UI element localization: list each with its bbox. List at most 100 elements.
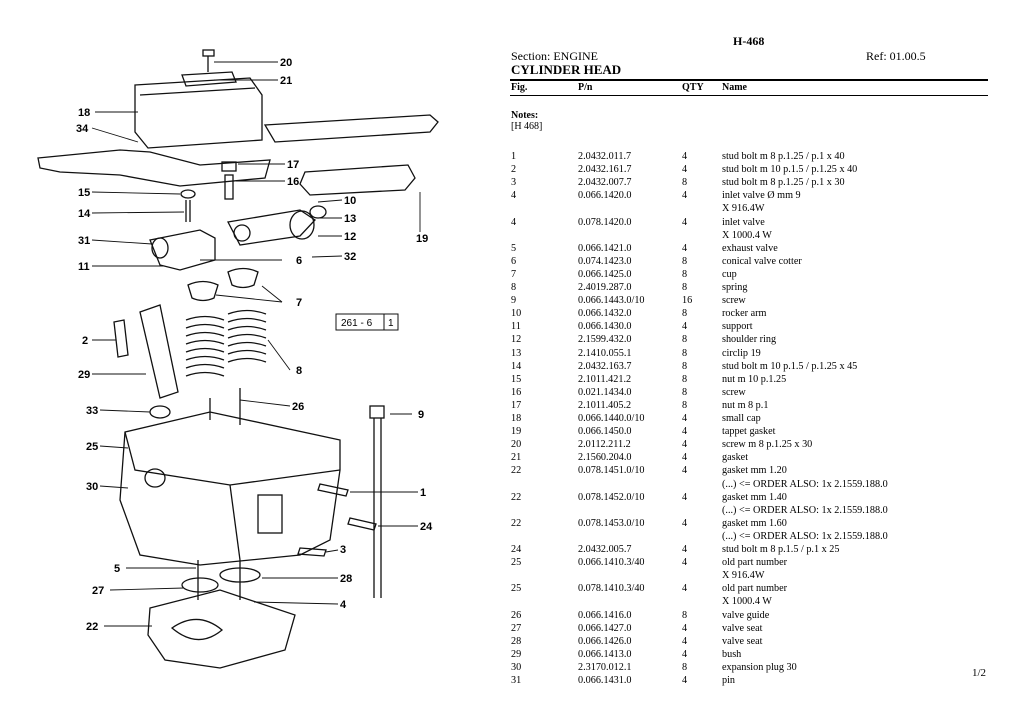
part-number: 2.3170.012.1 (578, 661, 632, 673)
part-name: circlip 19 (722, 347, 761, 359)
part-name: stud bolt m 8 p.1.5 / p.1 x 25 (722, 544, 840, 555)
callout-2: 2 (82, 335, 88, 347)
part-fig: 28 (511, 635, 522, 647)
part-qty: 4 (682, 622, 688, 634)
part-number: 0.078.1410.3/40 (578, 583, 645, 595)
part-name: stud bolt m 8 p.1.25 / p.1 x 30 (722, 177, 845, 189)
part-qty: 4 (682, 452, 688, 464)
part-fig: 18 (511, 413, 522, 424)
callout-13: 13 (344, 213, 356, 225)
callout-26: 26 (292, 401, 304, 413)
part-fig: 25 (511, 583, 522, 595)
part-number: 2.0112.211.2 (578, 439, 631, 451)
part-qty: 4 (682, 413, 688, 424)
part-name: screw (722, 386, 746, 398)
part-qty: 4 (682, 242, 688, 254)
part-qty: 4 (682, 544, 688, 555)
part-number: 2.0432.161.7 (578, 164, 632, 176)
part-number: 0.066.1413.0 (578, 648, 632, 660)
part-fig: 22 (511, 517, 522, 529)
part-fig: 2 (511, 164, 517, 176)
part-qty: 8 (682, 177, 688, 189)
part-fig: 7 (511, 268, 517, 280)
part-fig: 22 (511, 465, 522, 477)
callout-33: 33 (86, 405, 98, 417)
part-qty: 4 (682, 151, 688, 162)
part-qty: 8 (682, 360, 688, 372)
part-qty: 4 (682, 583, 688, 595)
part-fig: 20 (511, 439, 522, 451)
part-fig: 5 (511, 242, 517, 254)
part-number: 2.0432.011.7 (578, 151, 632, 162)
part-qty: 8 (682, 334, 688, 346)
part-name: nut m 10 p.1.25 (722, 373, 787, 385)
part-number: 2.1410.055.1 (578, 347, 632, 359)
part-name: support (722, 321, 753, 333)
part-fig: 11 (511, 321, 521, 333)
part-qty: 4 (682, 635, 688, 647)
part-fig: 4 (511, 190, 517, 202)
callout-5: 5 (114, 563, 120, 575)
part-qty: 4 (682, 557, 688, 569)
part-qty: 8 (682, 373, 688, 385)
part-qty: 4 (682, 426, 688, 438)
callout-15: 15 (78, 187, 90, 199)
part-number: 0.066.1443.0/10 (578, 295, 645, 307)
callout-14: 14 (78, 208, 91, 220)
callout-30: 30 (86, 481, 98, 493)
part-fig: 15 (511, 373, 522, 385)
column-header-name: Name (722, 82, 747, 93)
part-qty: 8 (682, 268, 688, 280)
part-number: 0.066.1426.0 (578, 635, 632, 647)
callout-1-box: 1 (388, 318, 394, 329)
callout-22: 22 (86, 621, 98, 633)
part-fig: 25 (511, 557, 522, 569)
part-name: stud bolt m 8 p.1.25 / p.1 x 40 (722, 151, 845, 162)
callout-21: 21 (280, 75, 292, 87)
header-rule-bottom (510, 95, 988, 96)
part-qty: 4 (682, 190, 688, 202)
part-name: stud bolt m 10 p.1.5 / p.1.25 x 40 (722, 164, 858, 176)
part-name: rocker arm (722, 308, 767, 320)
callout-32: 32 (344, 251, 356, 263)
notes-text: [H 468] (511, 121, 543, 132)
notes-label: Notes: (511, 110, 539, 121)
callout-9: 9 (418, 409, 424, 421)
part-name: gasket mm 1.60 (722, 517, 787, 529)
part-name: stud bolt m 10 p.1.5 / p.1.25 x 45 (722, 360, 858, 372)
part-name: inlet valve Ø mm 9 (722, 190, 801, 202)
part-number: 0.078.1451.0/10 (578, 465, 645, 477)
page-number: 1/2 (972, 667, 987, 679)
part-qty: 4 (682, 321, 688, 333)
part-number: 0.074.1423.0 (578, 255, 632, 267)
callout-3: 3 (340, 544, 346, 556)
section-label: Section: ENGINE (511, 49, 598, 63)
part-name: (...) <= ORDER ALSO: 1x 2.1559.188.0 (722, 478, 888, 490)
column-header-fig: Fig. (511, 82, 528, 93)
part-name: pin (722, 675, 736, 686)
valve-cover-shape (134, 77, 263, 149)
part-fig: 13 (511, 347, 522, 359)
column-header-pn: P/n (578, 82, 593, 93)
part-name: inlet valve (722, 216, 765, 228)
callout-261-6: 261 - 6 (341, 318, 373, 329)
part-number: 2.1560.204.0 (578, 452, 632, 464)
callout-25: 25 (86, 441, 98, 453)
part-qty: 4 (682, 164, 688, 176)
part-qty: 4 (682, 675, 688, 686)
part-fig: 30 (511, 661, 522, 673)
part-qty: 8 (682, 609, 688, 621)
part-name: gasket mm 1.40 (722, 491, 787, 503)
part-qty: 4 (682, 439, 688, 451)
callout-27: 27 (92, 585, 104, 597)
header-rule-top (510, 79, 988, 81)
part-number: 2.1599.432.0 (578, 334, 632, 346)
model-code: H-468 (733, 34, 765, 48)
part-fig: 10 (511, 308, 522, 320)
callout-34: 34 (76, 123, 89, 135)
part-number: 0.078.1420.0 (578, 216, 632, 228)
part-fig: 16 (511, 386, 522, 398)
part-name: cup (722, 268, 737, 280)
part-qty: 8 (682, 399, 688, 411)
part-number: 0.066.1427.0 (578, 622, 632, 634)
